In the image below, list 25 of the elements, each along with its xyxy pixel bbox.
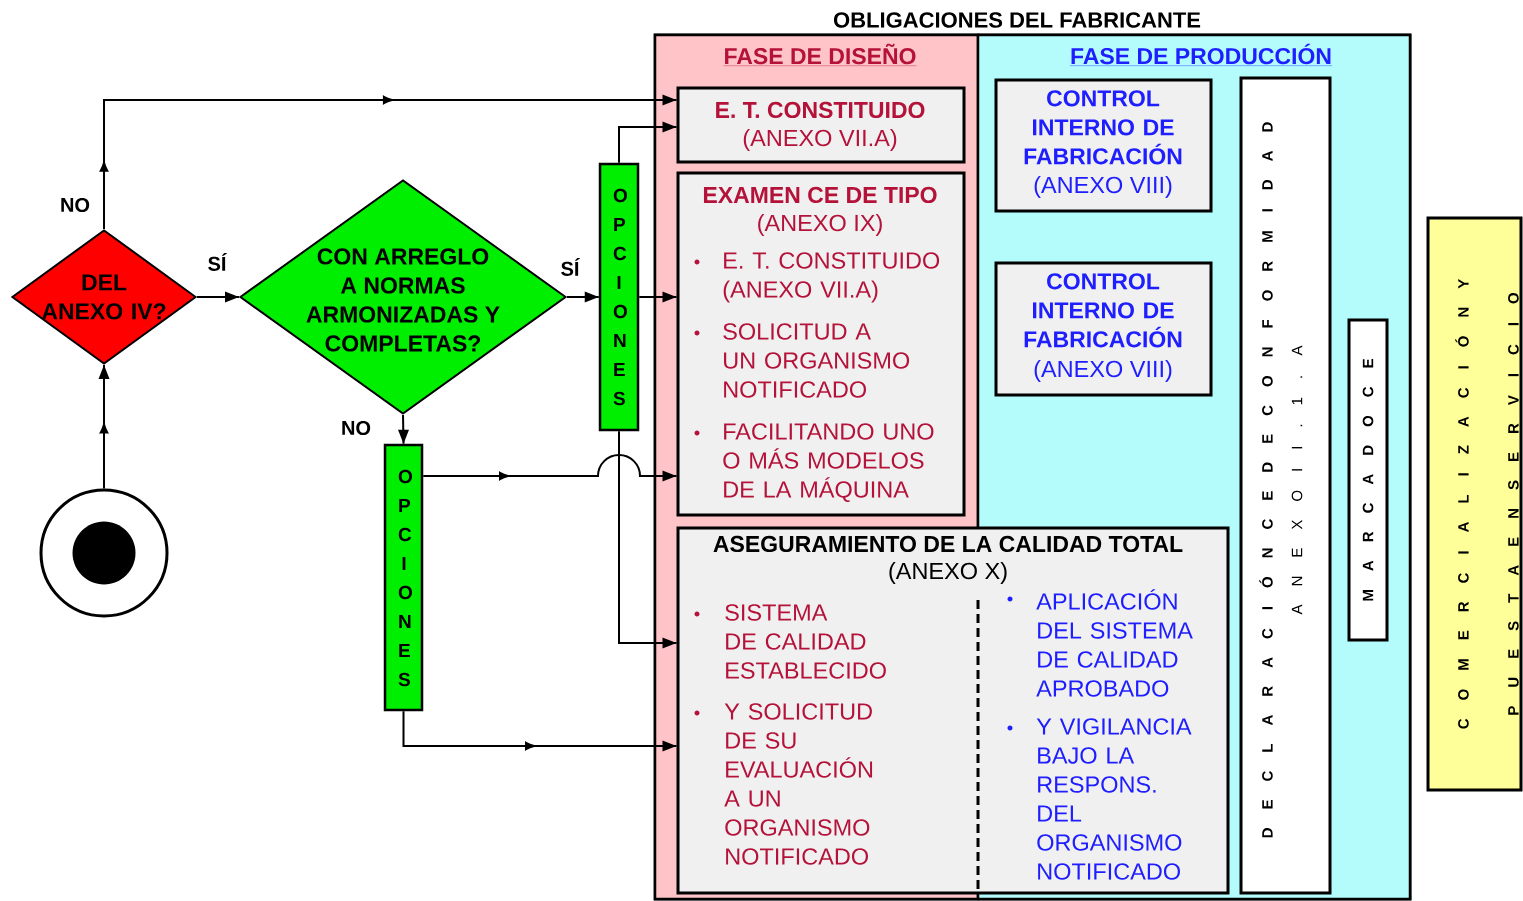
declaration-box: D E C L A R A C I Ó N C E D E C O N F O R M I D A D A N E X O I I . 1 . A [1239, 76, 1332, 895]
edge-label: SÍ [206, 252, 228, 272]
edge-label: NO [340, 419, 372, 437]
market-box: C O M E R C I A L I Z A C I Ó N Y P U E S T A E N S E R V I C I O [1426, 216, 1523, 792]
arrow [99, 94, 678, 230]
start-circle [39, 488, 169, 618]
arrow [398, 414, 409, 445]
options-bar: OPCIONES [598, 162, 640, 432]
process-box: EXAMEN CE DE TIPO (ANEXO IX) E. T. CONSTITUIDO (ANEXO VII.A) SOLICITUD A UN ORGANISMO NOTIFICADO FACILITANDO UNO O MÁS MODELOS DE LA MÁQUINA [676, 171, 966, 517]
process-box: ASEGURAMIENTO DE LA CALIDAD TOTAL (ANEXO X) SISTEMA DE CALIDAD ESTABLECIDO Y SOLICITUD DE SU EVALUACIÓN A UN ORGANISMO NOTIFICADO APLICACIÓN DEL SISTEMA DE CALIDAD APROBADO Y VIGILANCIA BAJO LA RESPONS. DEL ORGANISMO NOTIFICADO [676, 526, 1230, 895]
arrow [618, 430, 678, 649]
process-box: E. T. CONSTITUIDO (ANEXO VII.A) [676, 86, 966, 164]
arrow [196, 291, 240, 303]
arrow [98, 364, 110, 490]
arrow [566, 291, 600, 303]
process-box: CONTROL INTERNO DE FABRICACIÓN (ANEXO VIII) [994, 261, 1213, 397]
arrow [402, 710, 678, 752]
marking-box: M A R C A D O C E [1347, 318, 1389, 642]
node-label: OBLIGACIONES DEL FABRICANTE [833, 12, 1201, 28]
arrow [638, 291, 678, 303]
edge-label: NO [59, 196, 91, 214]
arrow [618, 121, 678, 164]
options-bar: OPCIONES [383, 443, 424, 712]
process-box: CONTROL INTERNO DE FABRICACIÓN (ANEXO VIII) [994, 78, 1213, 213]
arrow [422, 454, 678, 482]
